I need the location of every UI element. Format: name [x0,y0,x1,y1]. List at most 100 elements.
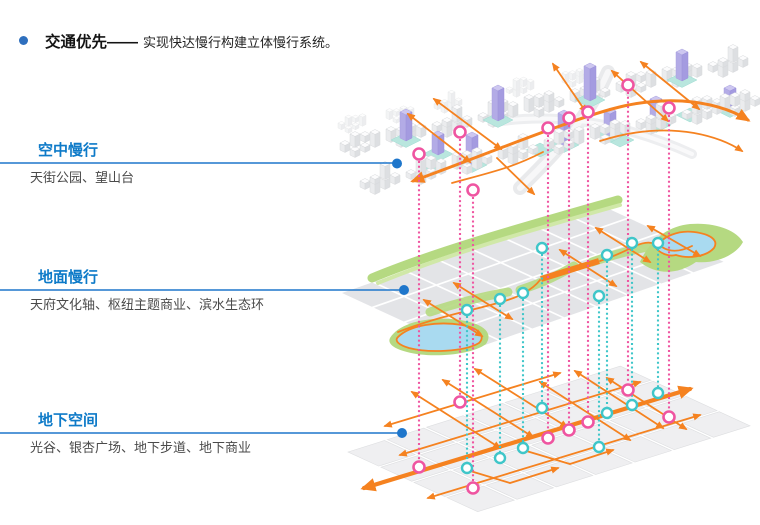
ground-node-ring [651,236,665,250]
ground-node-ring [460,303,474,317]
bullet-icon [19,36,28,45]
city-building [517,135,524,150]
city-block-tile [503,252,563,277]
ground-node-ring [625,236,639,250]
underground-node-ring [453,395,467,409]
ground-node-ring [600,248,614,262]
city-building [344,116,349,127]
aerial-node-ring [581,105,595,119]
leader-lines [0,158,409,438]
city-building [754,97,760,107]
underground-node-ring [535,401,549,415]
city-building [604,89,611,98]
leader-dot-aerial [392,158,402,169]
underground-node-ring [460,461,474,475]
tower-building [491,87,499,122]
city-building [348,126,353,134]
city-block-tile [374,297,434,322]
aerial-node-ring [662,101,676,115]
underground-node-ring [541,431,555,445]
city-building [385,109,390,121]
city-building [727,46,734,63]
city-building [526,80,531,91]
city-building [451,91,456,104]
ground-node-ring [592,289,606,303]
city-building [523,96,530,113]
underground-node-ring [562,423,576,437]
underground-node-ring [600,406,614,420]
tower-building [583,65,591,102]
city-building [384,177,391,190]
city-building [553,130,560,145]
city-building [447,91,452,104]
city-building [355,124,360,131]
city-building [362,114,367,127]
city-block-tile [470,263,531,288]
underground-node-ring [592,440,606,454]
leader-dot-ground [399,285,409,295]
city-block-tile [502,304,563,329]
city-building [385,128,392,143]
city-building [389,109,394,121]
ground-node-ring [516,286,530,300]
underground-node-ring [651,386,665,400]
city-building [589,125,596,140]
ground-node-ring [535,241,549,255]
city-block-tile [470,315,530,340]
label-underground-layer: 地下空间 [38,412,99,429]
aerial-node-ring [621,78,635,92]
city-building [384,163,391,180]
aerial-node-ring [541,121,555,135]
leader-dot-underground [397,428,407,438]
city-block-tile [534,293,595,318]
tower-building [497,87,505,122]
city-building [573,128,580,145]
label-aerial-layer: 空中慢行 [38,142,99,159]
city-building [420,158,427,175]
aerial-node-ring [412,147,426,161]
city-building [512,103,519,118]
city-building [558,130,565,145]
city-building [512,78,517,91]
city-building [742,57,749,68]
city-building [354,148,361,158]
city-building [516,88,521,98]
city-building [394,174,401,185]
city-building [645,71,652,88]
underground-node-ring [516,441,530,455]
underground-node-ring [621,383,635,397]
city-building [364,144,371,153]
desc-aerial-layer: 天街公园、望山台 [30,170,135,185]
aerial-node-ring [466,183,480,197]
city-building [354,133,361,148]
underground-node-ring [625,398,639,412]
city-building [374,131,381,148]
city-block-tile [342,282,402,307]
ground-node-ring [493,292,507,306]
aerial-node-ring [562,111,576,125]
city-building [732,60,739,73]
city-building [379,163,386,180]
city-building [530,80,535,91]
vertical-connectors [417,92,671,481]
tower-building [589,65,597,102]
city-building [349,133,356,148]
city-building [732,46,739,63]
tower-building [399,111,407,142]
desc-ground-layer: 天府文化轴、枢纽主题商业、滨水生态环 [30,297,265,312]
city-building [369,131,376,148]
slide-header: 交通优先——实现快达慢行构建立体慢行系统。 [45,30,338,52]
city-building [348,116,353,127]
city-building [516,78,521,91]
page-title: 交通优先—— [45,34,139,51]
node-rings [412,78,676,495]
underground-node-ring [412,460,426,474]
underground-node-ring [493,451,507,465]
city-building [594,125,601,140]
underground-node-ring [466,481,480,495]
city-building [528,96,535,113]
city-building [578,128,585,145]
desc-underground-layer: 光谷、银杏广场、地下步道、地下商业 [30,440,252,455]
